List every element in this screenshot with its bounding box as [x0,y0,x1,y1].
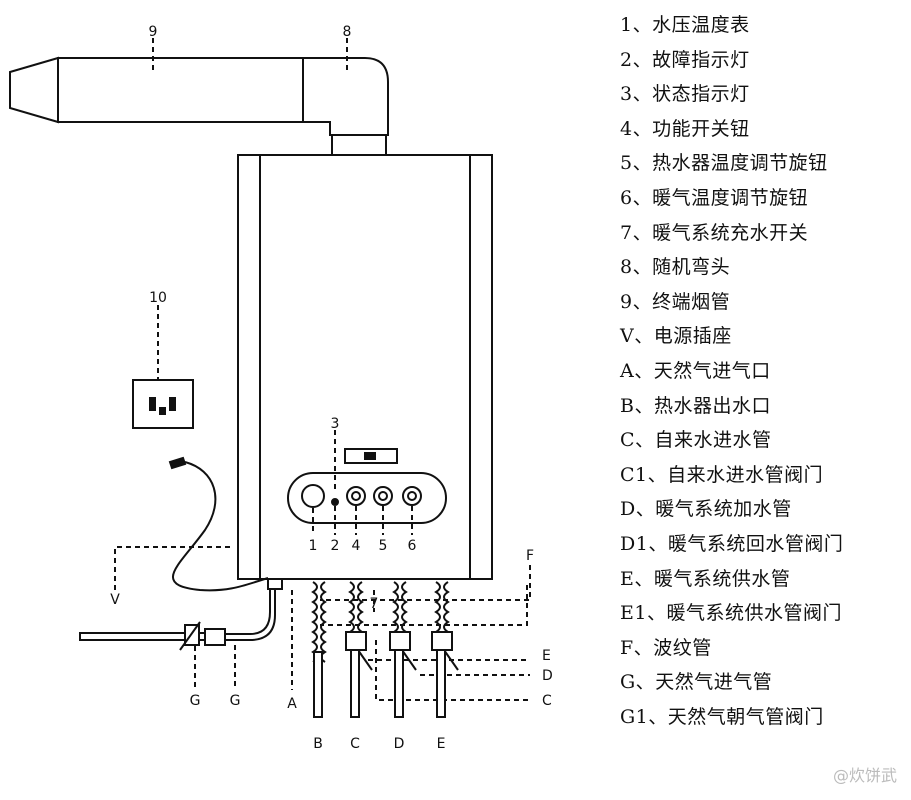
legend-item: 9、终端烟管 [620,290,731,313]
callout-10: 10 [149,290,167,306]
legend-item: V、电源插座 [620,325,732,348]
legend-item: 5、热水器温度调节旋钮 [620,152,828,175]
legend-item: B、热水器出水口 [620,394,771,417]
legend-item: F、波纹管 [620,636,712,659]
gas-inlet [267,578,283,590]
callout-f: F [526,548,534,564]
legend-item: 3、状态指示灯 [620,83,750,106]
gas-pipe [79,632,206,641]
callout-g1: G [190,693,201,709]
callout-a: A [287,696,297,712]
power-cable [168,456,269,592]
legend-item: 7、暖气系统充水开关 [620,221,809,244]
callout-8: 8 [343,24,352,40]
callout-e: E [437,736,446,752]
callout-6: 6 [408,538,417,554]
callout-4: 4 [352,538,361,554]
function-switch-knob [346,486,366,506]
elbow-pipe [302,57,389,156]
callout-b: B [313,736,323,752]
gas-flex-hose [225,589,276,641]
terminal-flue-pipe [9,56,304,124]
callout-d: D [394,736,405,752]
callout-v: V [110,592,120,608]
legend-item: 8、随机弯头 [620,256,731,279]
component-legend: 1、水压温度表 2、故障指示灯 3、状态指示灯 4、功能开关钮 5、热水器温度调… [620,8,905,734]
callout-7: 7 [370,596,379,612]
watermark: @炊饼武 [832,766,897,785]
legend-item: 6、暖气温度调节旋钮 [620,186,809,209]
fault-indicator-light [331,498,339,506]
callout-d-right: D [542,668,553,684]
corrugated-pipe-b [311,581,327,718]
corrugated-pipe-c [345,581,373,718]
legend-item: D、暖气系统加水管 [620,498,792,521]
hot-water-temperature-knob [373,486,393,506]
callout-c-right: C [542,693,552,709]
power-socket [132,379,194,429]
callout-5: 5 [379,538,388,554]
legend-item: 2、故障指示灯 [620,48,750,71]
callout-g2: G [230,693,241,709]
legend-item: G、天然气进气管 [620,671,773,694]
callout-c: C [350,736,360,752]
pressure-temperature-gauge [301,484,325,508]
callout-9: 9 [149,24,158,40]
legend-item: A、天然气进气口 [620,359,771,382]
legend-item: C1、自来水进水管阀门 [620,463,824,486]
corrugated-pipe-d [389,581,417,718]
callout-2: 2 [331,538,340,554]
legend-item: C、自来水进水管 [620,429,772,452]
boiler-diagram: 9 8 10 3 1 2 4 5 6 V F 7 E D C G G A B C… [9,24,553,752]
heating-temperature-knob [402,486,422,506]
legend-item: E、暖气系统供水管 [620,567,791,590]
legend-item: E1、暖气系统供水管阀门 [620,602,842,625]
control-panel [287,472,447,524]
callout-1: 1 [309,538,318,554]
legend-item: D1、暖气系统回水管阀门 [620,532,844,555]
callout-e-right: E [542,648,551,664]
callout-3: 3 [331,416,340,432]
legend-item: 1、水压温度表 [620,14,750,36]
legend-item: G1、天然气朝气管阀门 [620,705,824,728]
legend-item: 4、功能开关钮 [620,117,750,140]
corrugated-pipe-e [431,581,459,718]
